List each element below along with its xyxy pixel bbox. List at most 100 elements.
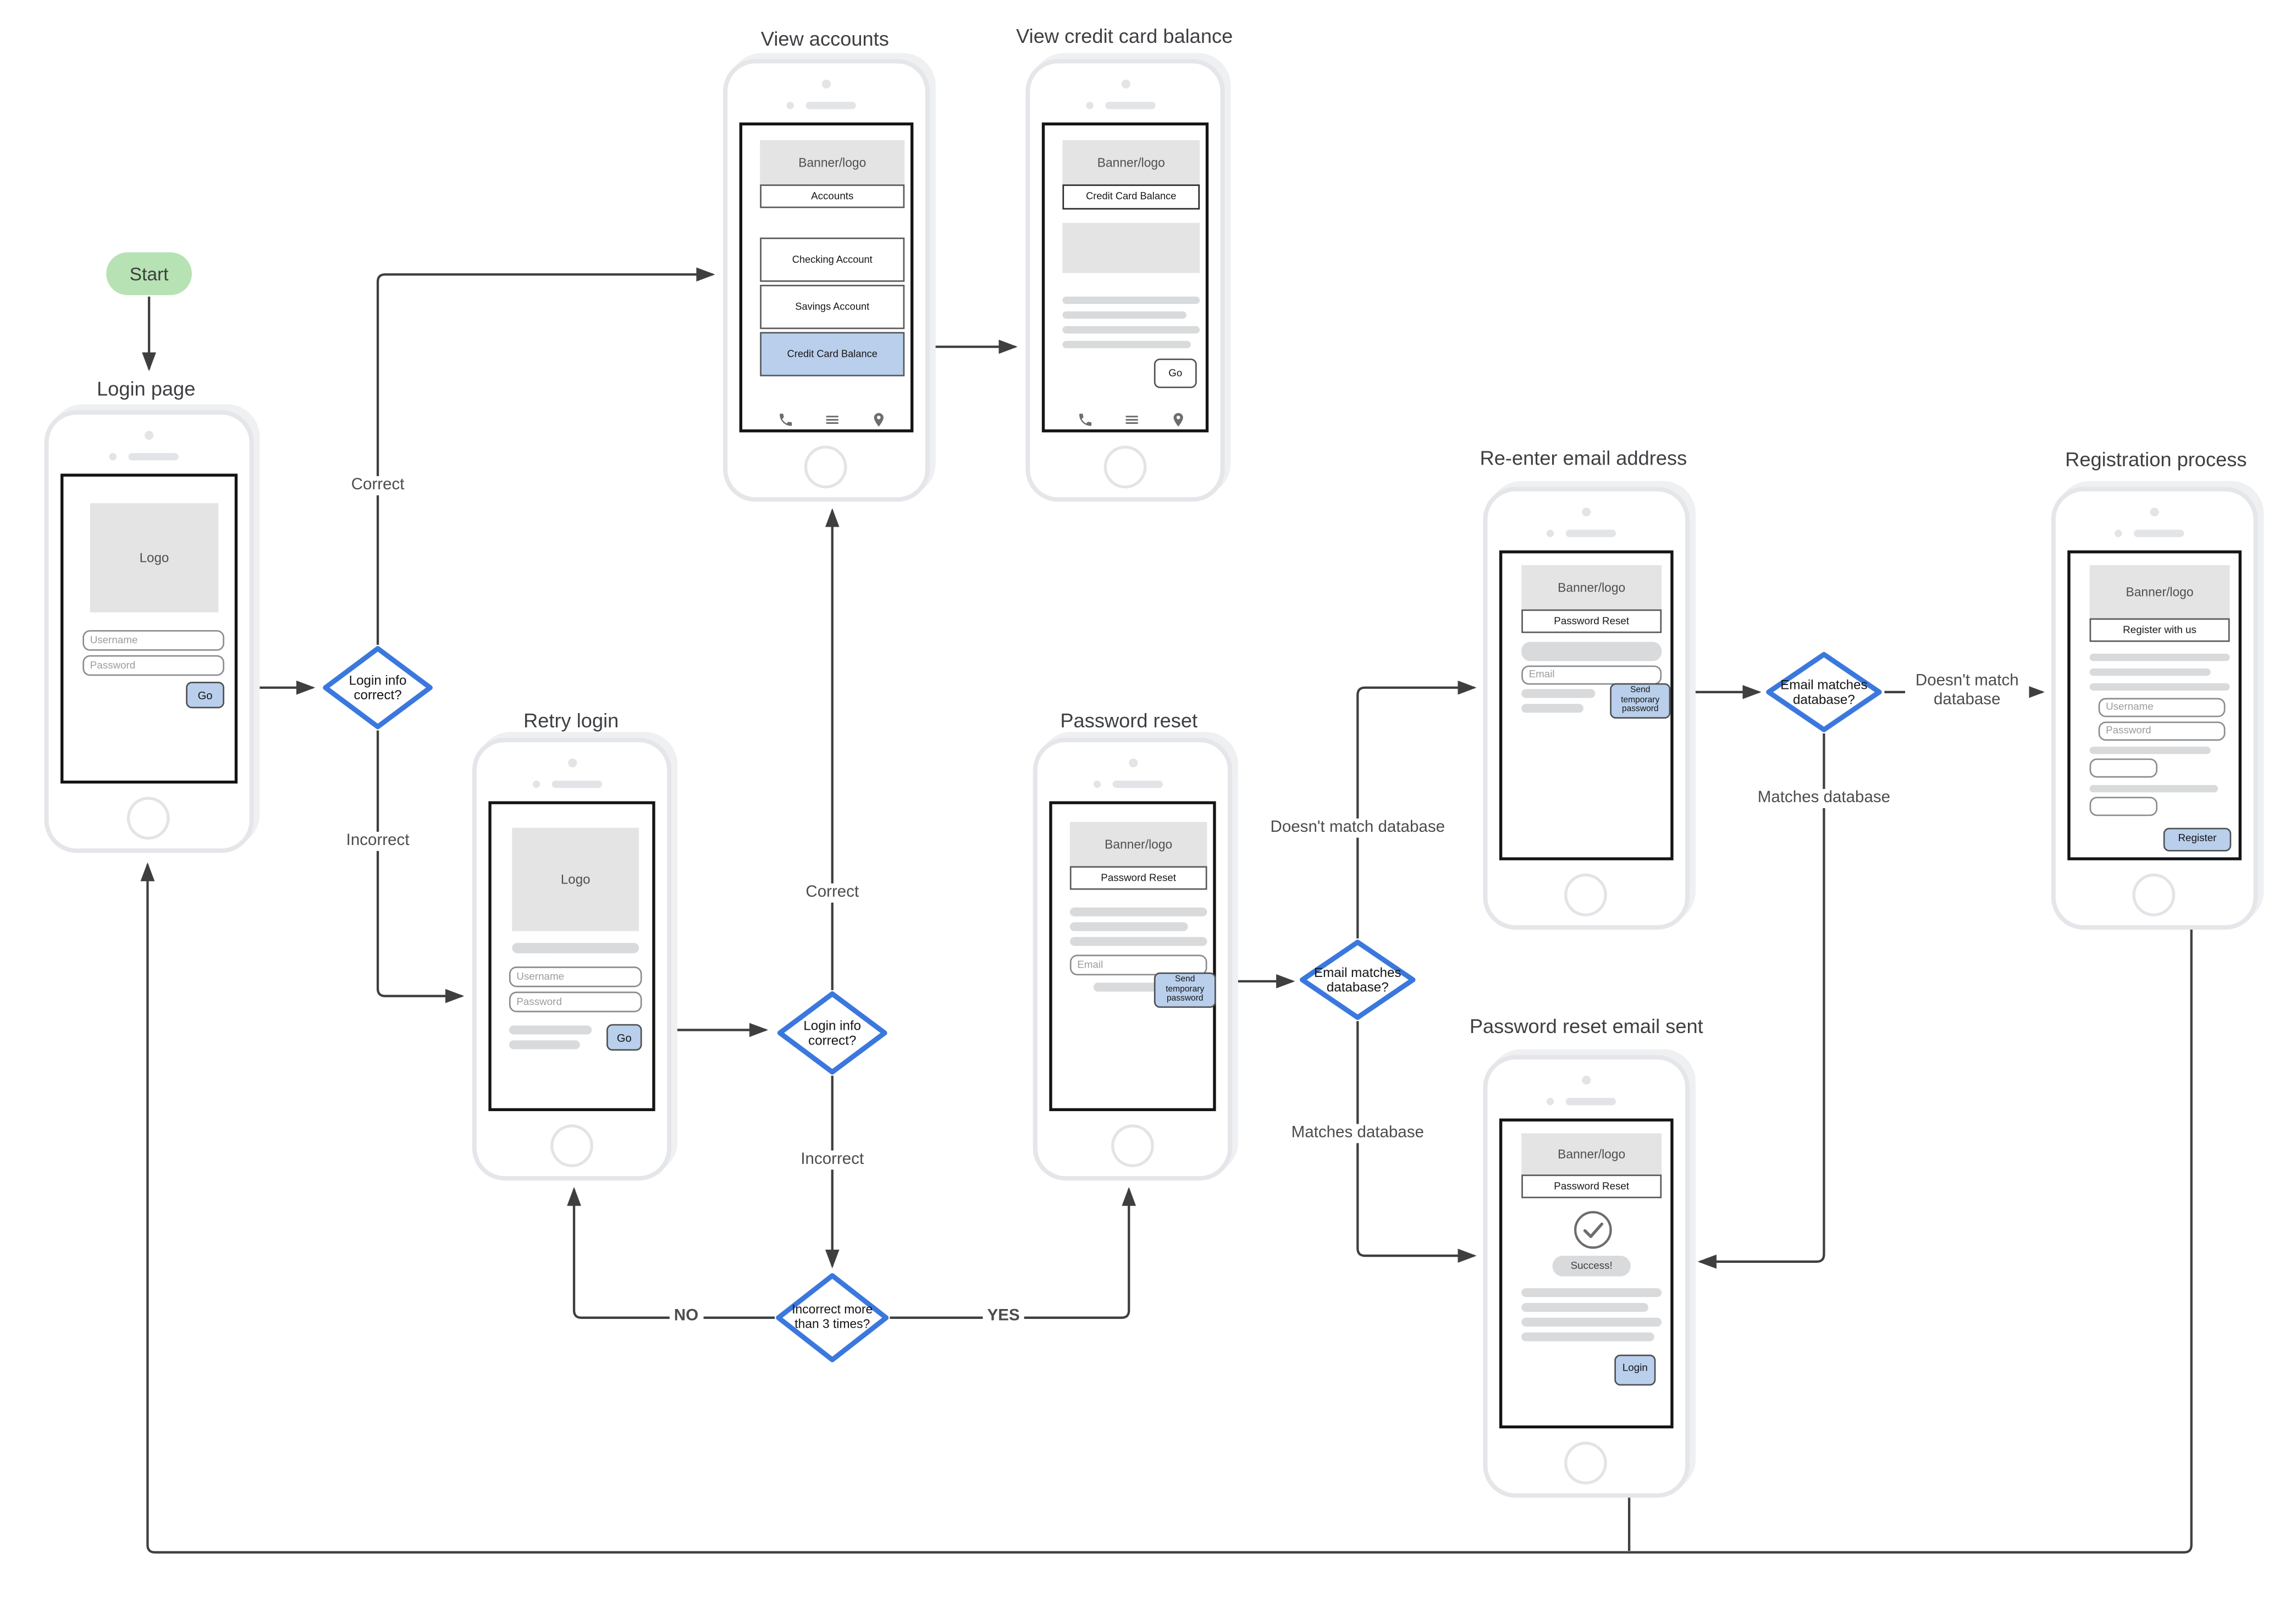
phone-icon[interactable] [777,412,794,428]
send-temp-password-button[interactable]: Send temporary password [1153,972,1216,1008]
edge-label-nomatch-2: Doesn't match database [1905,672,2029,710]
login-button[interactable]: Login [1614,1354,1656,1386]
text-skeleton [1521,1317,1662,1327]
speaker-bar [128,452,179,461]
camera-icon [567,758,577,767]
checking-account-button[interactable]: Checking Account [760,238,905,282]
home-button[interactable] [1110,1124,1153,1168]
savings-account-button[interactable]: Savings Account [760,285,905,329]
logo-placeholder: Logo [90,503,219,612]
speaker-bar [1104,102,1155,109]
start-node: Start [106,252,192,295]
edge-label-correct-1: Correct [346,476,409,495]
sensor-dot [109,452,117,461]
decision-email-matches-2: Email matches database? [1765,651,1883,733]
camera-icon [1582,507,1591,517]
go-button[interactable]: Go [186,682,224,709]
phone-title-sent: Password reset email sent [1469,1015,1703,1037]
sent-screen: Banner/logo Password Reset Success! Logi… [1499,1118,1674,1429]
sensor-dot [786,102,794,109]
bottom-nav [1077,412,1186,428]
banner-placeholder: Banner/logo [2089,565,2230,618]
phone-login: Logo Go [44,410,254,853]
password-reset-screen: Banner/logo Password Reset Send temporar… [1049,801,1216,1112]
content-placeholder [1062,223,1200,273]
phone-icon[interactable] [1077,412,1094,428]
text-skeleton [2089,747,2211,754]
phone-reenter: Banner/logo Password Reset Send temporar… [1483,487,1690,930]
register-heading: Register with us [2089,618,2230,642]
speaker-bar [1565,1097,1616,1106]
text-skeleton [1521,1288,1662,1297]
retry-screen: Logo Go [488,801,655,1112]
reenter-screen: Banner/logo Password Reset Send temporar… [1499,550,1674,860]
edge-label-correct-2: Correct [801,883,864,902]
go-button[interactable]: Go [1153,358,1197,388]
text-skeleton [1062,341,1191,349]
home-button[interactable] [549,1124,593,1168]
menu-icon[interactable] [824,412,841,428]
decision-label: Incorrect more than 3 times? [792,1302,873,1331]
password-input[interactable] [2098,721,2226,741]
home-button[interactable] [804,445,847,489]
check-icon [1574,1211,1612,1249]
speaker-bar [551,780,601,788]
sensor-dot [1092,780,1100,788]
edge-label-nomatch-1: Doesn't match database [1266,818,1450,837]
phone-title-password-reset: Password reset [1060,710,1198,732]
decision-login-info-correct-2: Login info correct? [776,990,888,1076]
accounts-screen: Banner/logo Accounts Checking Account Sa… [739,122,914,433]
text-skeleton [1069,922,1188,931]
phone-password-reset: Banner/logo Password Reset Send temporar… [1033,738,1233,1181]
extra-field-input[interactable] [2089,758,2158,778]
text-skeleton [1521,704,1583,713]
text-skeleton [1521,689,1596,698]
camera-icon [2150,507,2159,517]
text-skeleton [1062,311,1186,319]
banner-placeholder: Banner/logo [1521,1133,1662,1175]
text-skeleton [1062,326,1200,334]
decision-login-info-correct-1: Login info correct? [322,645,434,731]
banner-placeholder: Banner/logo [1069,821,1207,866]
speaker-bar [1565,529,1616,537]
phone-register: Banner/logo Register with us Register [2051,487,2258,930]
username-input[interactable] [2098,698,2226,717]
edge-label-no: NO [669,1307,703,1326]
password-input[interactable] [509,991,642,1013]
username-input[interactable] [509,967,642,987]
register-screen: Banner/logo Register with us Register [2067,550,2242,860]
location-pin-icon[interactable] [871,412,887,428]
extra-field-input[interactable] [2089,797,2158,816]
credit-card-balance-button[interactable]: Credit Card Balance [760,332,905,377]
password-input[interactable] [82,655,224,676]
home-button[interactable] [1103,445,1146,489]
decision-label: Email matches database? [1314,965,1401,995]
success-badge: Success! [1552,1256,1631,1277]
camera-icon [1121,79,1130,89]
register-button[interactable]: Register [2163,827,2232,852]
phone-retry: Logo Go [472,738,672,1181]
send-temp-password-button[interactable]: Send temporary password [1610,683,1671,719]
email-input[interactable] [1521,665,1662,685]
text-skeleton [1069,907,1207,916]
email-input[interactable] [1069,954,1207,976]
phone-sent: Banner/logo Password Reset Success! Logi… [1483,1055,1690,1498]
location-pin-icon[interactable] [1170,412,1186,428]
menu-icon[interactable] [1123,412,1141,428]
banner-placeholder: Banner/logo [760,140,905,185]
camera-icon [145,430,154,440]
home-button[interactable] [1564,873,1607,916]
accounts-heading: Accounts [760,184,905,208]
edge-label-match-1: Matches database [1287,1124,1428,1143]
home-button[interactable] [126,797,170,840]
text-skeleton [1062,296,1200,304]
camera-icon [1582,1075,1591,1085]
username-input[interactable] [82,630,224,651]
decision-label: Login info correct? [803,1018,862,1048]
decision-incorrect-3-times: Incorrect more than 3 times? [775,1272,890,1363]
home-button[interactable] [1564,1442,1607,1485]
text-skeleton [2089,683,2230,691]
text-skeleton [1521,1302,1649,1312]
go-button[interactable]: Go [606,1024,642,1051]
home-button[interactable] [2132,873,2176,916]
